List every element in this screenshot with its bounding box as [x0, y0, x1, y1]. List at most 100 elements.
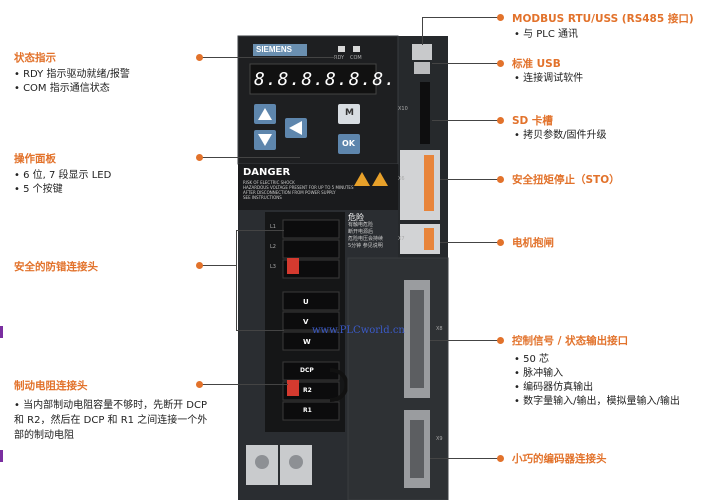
sd-slot [420, 82, 430, 144]
port-label-x6: X6 [398, 176, 405, 182]
dot-brakeres [196, 381, 203, 388]
dot-sto [497, 176, 504, 183]
leader-antimis-b [236, 330, 284, 331]
annotation-ctrl-item: 脉冲输入 [514, 367, 680, 381]
annotation-brakeres-text: 当内部制动电阻容量不够时，先断开 DCP 和 R2，然后在 DCP 和 R1 之… [14, 398, 214, 443]
dot-encoder [497, 455, 504, 462]
danger-cn-title: 危险 [348, 213, 364, 222]
siemens-brand: SIEMENS [256, 45, 293, 54]
dot-brake [497, 239, 504, 246]
dot-status [196, 54, 203, 61]
leader-antimis-t [236, 230, 284, 231]
led-rdy [338, 46, 345, 52]
port-label-x8: X8 [436, 326, 443, 332]
port-label-x9: X9 [436, 436, 443, 442]
terminal-label-r1: R1 [303, 407, 312, 414]
leader-brake [440, 242, 500, 243]
annotation-status-item: RDY 指示驱动就绪/报警 [14, 68, 130, 82]
dot-sd [497, 117, 504, 124]
watermark: www.PLCworld.cn [312, 325, 405, 336]
seven-segment-display [249, 63, 377, 95]
leader-usb [432, 63, 500, 64]
lower-right-body [347, 257, 449, 500]
terminal-label-l1: L1 [270, 224, 276, 230]
danger-title: DANGER [243, 167, 291, 178]
leader-sd [432, 120, 500, 121]
annotation-ctrl-title: 控制信号 / 状态输出接口 [512, 335, 629, 347]
port-label-x7: X7 [398, 236, 405, 242]
annotation-encoder-title: 小巧的编码器连接头 [512, 453, 607, 465]
led-label-com: COM [350, 55, 362, 61]
leader-antimis [202, 265, 236, 266]
danger-lines: RISK OF ELECTRIC SHOCK HAZARDOUS VOLTAGE… [243, 180, 354, 200]
terminal-label-dcp: DCP [300, 367, 314, 374]
danger-cn-lines: 有触电危险 断开电源后 危险电压会持续 5分钟 参见说明 [348, 222, 384, 249]
danger-label [238, 164, 398, 210]
red-tab-mains [287, 258, 299, 274]
usb-port [414, 62, 430, 74]
annotation-brakeres-title: 制动电阻连接头 [14, 380, 88, 392]
arrow-down-icon [258, 134, 272, 146]
annotation-sd-title: SD 卡槽 [512, 115, 553, 127]
dot-panel [196, 154, 203, 161]
leader-encoder [430, 458, 500, 459]
leader-sto [440, 179, 500, 180]
warning-triangle-icon-2 [372, 172, 388, 186]
leader-panel [202, 157, 300, 158]
led-label-rdy: RDY [334, 55, 345, 61]
annotation-sd-list: 拷贝参数/固件升级 [514, 129, 606, 143]
rs485-port [412, 44, 432, 60]
warning-triangle-icon [354, 172, 370, 186]
annotation-usb-list: 连接调试软件 [514, 72, 583, 86]
annotation-usb-title: 标准 USB [512, 58, 561, 70]
annotation-status-list: RDY 指示驱动就绪/报警 COM 指示通信状态 [14, 68, 130, 96]
display-digits: 8.8.8.8.8.8. [254, 69, 397, 90]
annotation-ctrl-item: 编码器仿真输出 [514, 381, 680, 395]
leader-modbus [422, 17, 423, 45]
annotation-ctrl-item: 50 芯 [514, 353, 680, 367]
key-ok [338, 134, 360, 154]
dot-ctrl [497, 337, 504, 344]
terminal-label-r2: R2 [303, 387, 312, 394]
edge-mark [0, 326, 3, 338]
key-ok-label: OK [342, 139, 355, 148]
annotation-panel-item: 6 位, 7 段显示 LED [14, 169, 111, 183]
leader-brakeres [202, 384, 288, 385]
edge-mark [0, 450, 3, 462]
terminal-label-l2: L2 [270, 244, 276, 250]
leader-antimis-v [236, 230, 237, 330]
annotation-panel-list: 6 位, 7 段显示 LED 5 个按键 [14, 169, 111, 197]
siemens-badge [253, 44, 307, 56]
annotation-modbus-list: 与 PLC 通讯 [514, 28, 578, 42]
annotation-modbus-title: MODBUS RTU/USS (RS485 接口) [512, 13, 694, 25]
annotation-status-title: 状态指示 [14, 52, 56, 64]
dcp-jumper-wire [329, 368, 349, 402]
annotation-brake-title: 电机抱闸 [512, 237, 554, 249]
arrow-left-icon [289, 121, 302, 135]
annotation-panel-title: 操作面板 [14, 153, 56, 165]
terminal-label-w: W [303, 338, 311, 346]
key-m [338, 104, 360, 124]
annotation-ctrl-item: 数字量输入/输出，模拟量输入/输出 [514, 395, 680, 409]
arrow-up-icon [258, 108, 272, 120]
dot-antimis [196, 262, 203, 269]
leader-ctrl [430, 340, 500, 341]
annotation-panel-item: 5 个按键 [14, 183, 111, 197]
annotation-sto-title: 安全扭矩停止（STO） [512, 174, 620, 186]
led-com [353, 46, 360, 52]
key-m-label: M [345, 108, 354, 118]
leader-status [202, 57, 336, 58]
terminal-label-v: V [303, 318, 309, 326]
terminal-label-u: U [303, 298, 309, 306]
annotation-usb-item: 连接调试软件 [514, 72, 583, 86]
dot-modbus [497, 14, 504, 21]
dot-usb [497, 60, 504, 67]
red-tab-dcp [287, 380, 299, 396]
annotation-antimis-title: 安全的防错连接头 [14, 261, 98, 273]
leader-modbus-h [422, 17, 500, 18]
annotation-ctrl-list: 50 芯 脉冲输入 编码器仿真输出 数字量输入/输出，模拟量输入/输出 [514, 353, 680, 409]
annotation-modbus-item: 与 PLC 通讯 [514, 28, 578, 42]
annotation-status-item: COM 指示通信状态 [14, 82, 130, 96]
